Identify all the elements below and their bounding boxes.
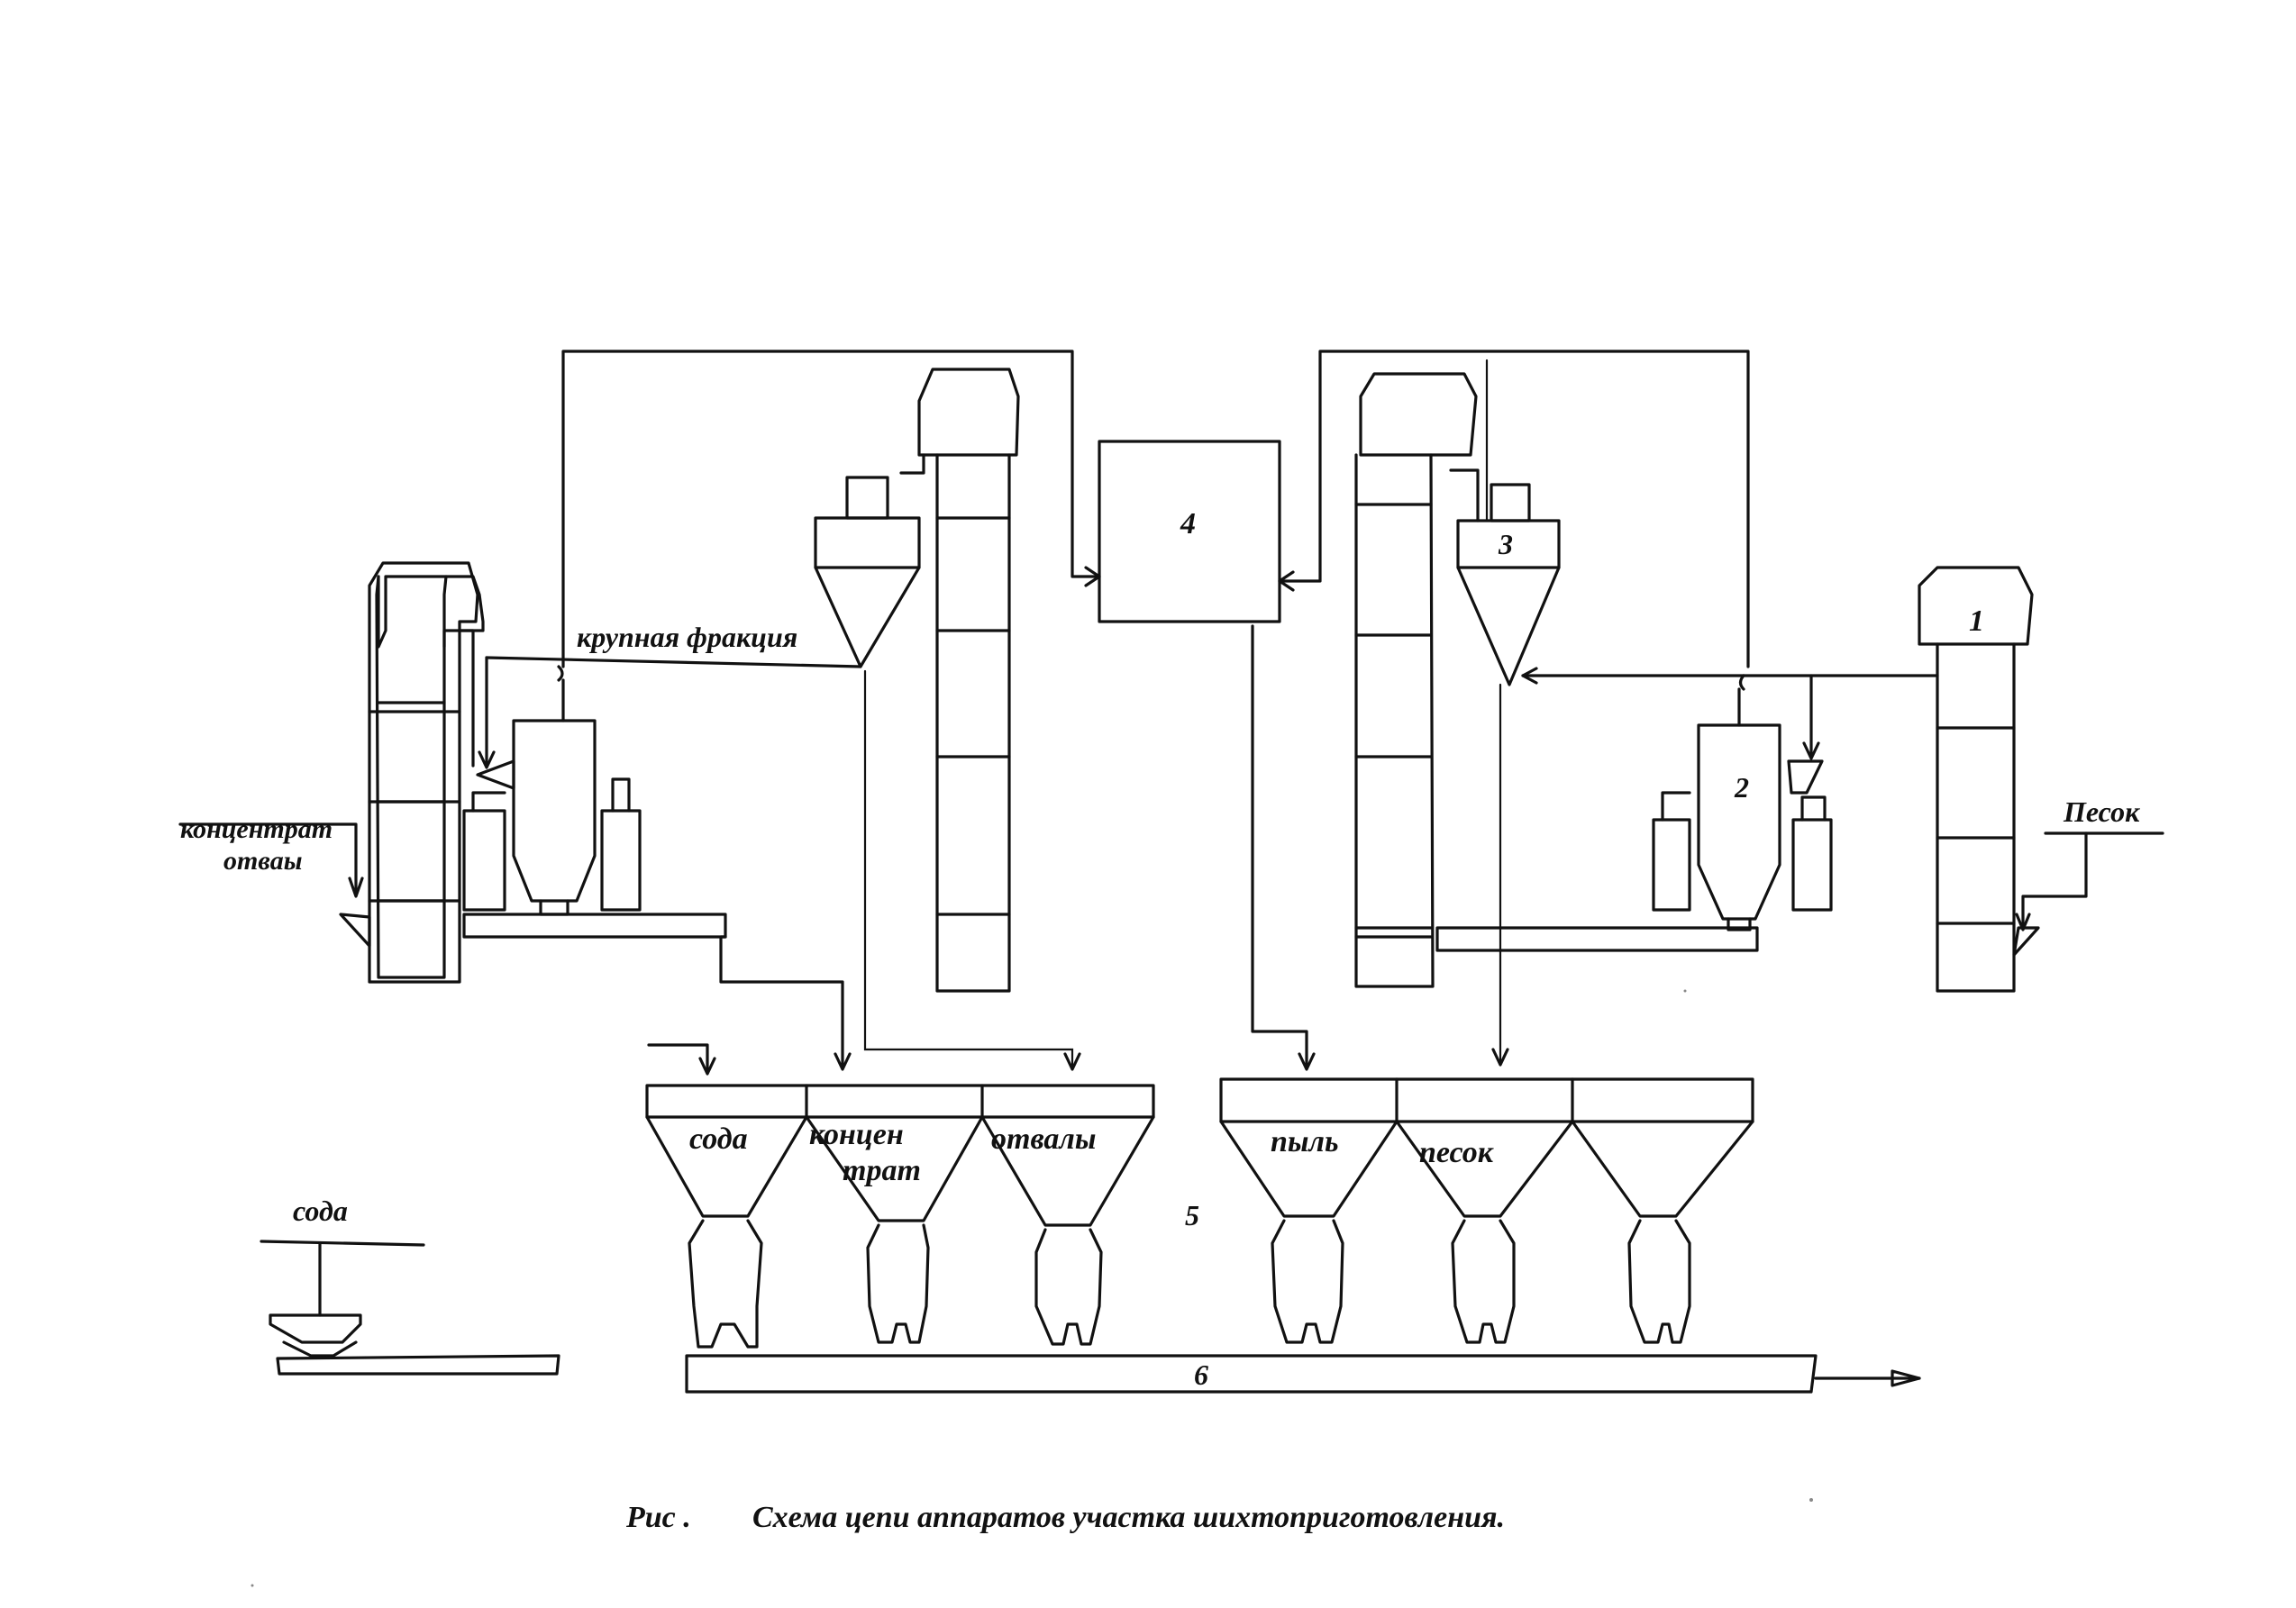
center-left-bucket-elevator bbox=[917, 368, 1020, 993]
bin-labels: сода концен трат отвалы пыль песок bbox=[689, 1118, 1494, 1187]
sand-feeder: Песок bbox=[2012, 795, 2164, 957]
bin-label-soda: сода bbox=[689, 1122, 748, 1156]
concentrate-feeder: концентрат отвaы bbox=[178, 814, 371, 948]
far-left-bucket-elevator bbox=[368, 561, 479, 984]
right-dryer-unit-2: 2 bbox=[1435, 723, 1833, 952]
equipment-number-1: 1 bbox=[1969, 604, 1984, 638]
soda-input-label: сода bbox=[293, 1195, 348, 1227]
equipment-number-6: 6 bbox=[1194, 1358, 1208, 1391]
equipment-4-box: 4 bbox=[1098, 440, 1281, 623]
bin-label-concentrate-1: концен bbox=[809, 1118, 904, 1151]
collecting-conveyor-6: 6 bbox=[685, 1354, 1921, 1394]
right-cyclone-3: 3 bbox=[1449, 359, 1561, 686]
caption-text: Схема цепи аппаратов участка шихтопригот… bbox=[752, 1501, 1505, 1534]
bin-label-tailings: отвалы bbox=[991, 1122, 1096, 1156]
equipment-number-2: 2 bbox=[1734, 771, 1749, 804]
sand-input-label: Песок bbox=[2063, 795, 2140, 828]
equipment-number-4: 4 bbox=[1180, 507, 1196, 541]
equipment-number-3: 3 bbox=[1498, 528, 1513, 560]
storage-bins-right: 5 bbox=[1185, 1077, 1754, 1231]
bin-label-concentrate-2: трат bbox=[843, 1154, 921, 1187]
center-right-bucket-elevator bbox=[1354, 372, 1478, 988]
concentrate-label-line2: отвaы bbox=[223, 846, 303, 876]
coarse-fraction-label: крупная фракция bbox=[577, 621, 797, 653]
sand-bucket-elevator: 1 bbox=[1918, 566, 2034, 993]
concentrate-label-line1: концентрат bbox=[180, 814, 333, 844]
equipment-number-5: 5 bbox=[1185, 1199, 1199, 1231]
soda-feed: сода bbox=[260, 1195, 560, 1376]
dosing-weighers bbox=[688, 1219, 1691, 1349]
left-bucket-elevator bbox=[375, 575, 485, 979]
figure-caption: Рис . Схема цепи аппаратов участка шихто… bbox=[625, 1501, 1505, 1534]
flow-lines-middle bbox=[647, 624, 1509, 1076]
left-cyclone bbox=[814, 453, 925, 668]
scan-specks bbox=[251, 989, 1813, 1587]
left-dryer-unit bbox=[462, 719, 727, 939]
storage-bins-left bbox=[645, 1084, 1155, 1227]
caption-prefix: Рис . bbox=[625, 1501, 691, 1534]
flow-lines-top: крупная фракция bbox=[458, 350, 1939, 769]
bin-label-dust: пыль bbox=[1271, 1125, 1339, 1158]
bin-label-sand: песок bbox=[1419, 1136, 1494, 1169]
